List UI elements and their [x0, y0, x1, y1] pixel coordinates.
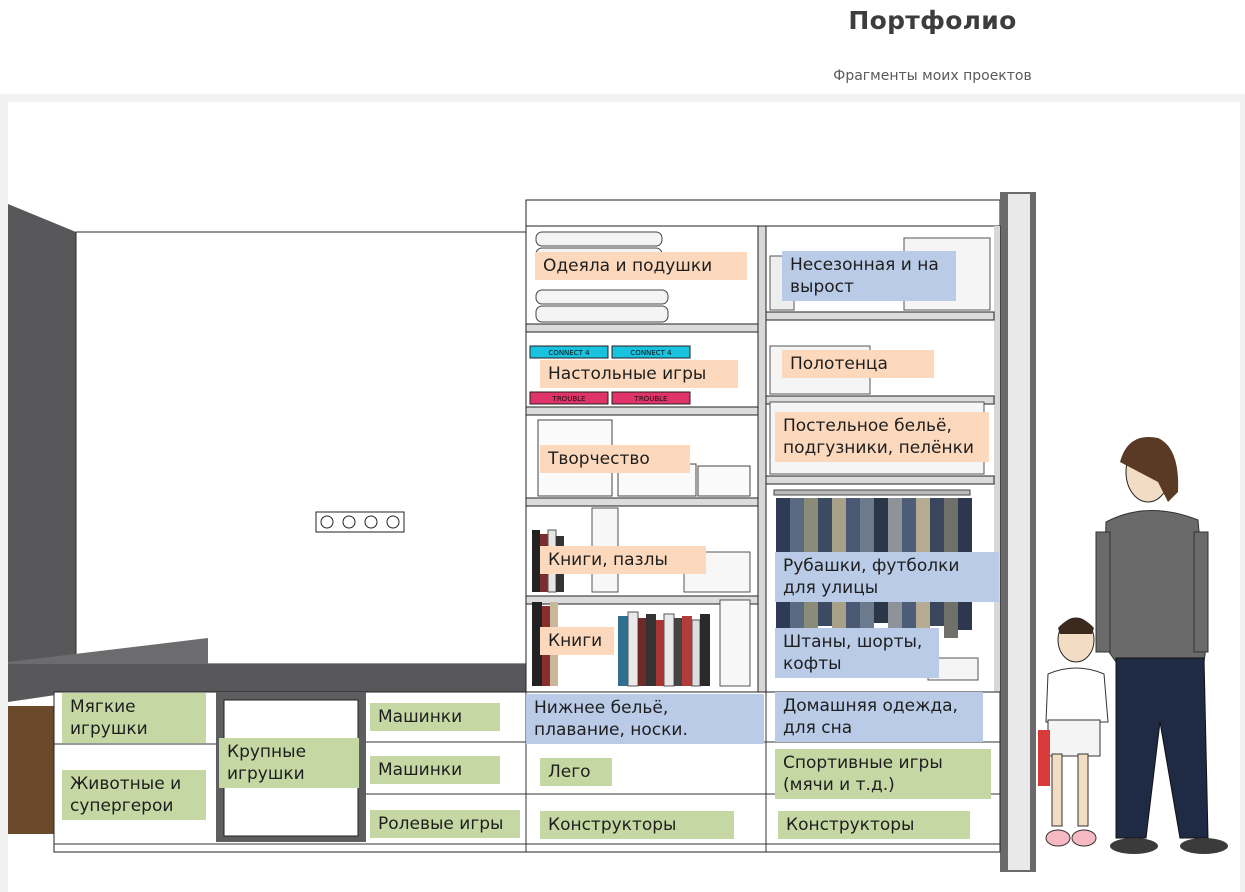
label-creativity: Творчество	[540, 445, 690, 473]
label-cars-2: Машинки	[370, 756, 500, 784]
left-wall	[8, 204, 76, 702]
child-figure	[1038, 617, 1109, 847]
label-shirts: Рубашки, футболки для улицы	[775, 552, 999, 602]
board-game-boxes: CONNECT 4 CONNECT 4 TROUBLE TROUBLE	[529, 345, 691, 405]
wood-panel	[8, 706, 56, 834]
label-offseason: Несезонная и на вырост	[782, 251, 956, 301]
label-towels: Полотенца	[782, 350, 934, 378]
label-big-toys: Крупные игрушки	[219, 738, 359, 788]
label-role-games: Ролевые игры	[370, 810, 520, 838]
label-books-puzzles: Книги, пазлы	[540, 546, 706, 574]
svg-text:TROUBLE: TROUBLE	[634, 395, 668, 403]
woman-figure	[1095, 437, 1228, 854]
label-animals: Животные и супергерои	[62, 770, 206, 820]
page-title: Портфолио	[848, 6, 1017, 35]
svg-text:CONNECT 4: CONNECT 4	[548, 349, 590, 357]
label-bedding: Постельное бельё, подгузники, пелёнки	[775, 412, 989, 462]
label-board-games: Настольные игры	[540, 360, 738, 388]
page-header: Портфолио Фрагменты моих проектов	[0, 0, 1245, 96]
svg-text:CONNECT 4: CONNECT 4	[630, 349, 672, 357]
label-constructors-2: Конструкторы	[778, 811, 970, 839]
page-subtitle: Фрагменты моих проектов	[833, 68, 1032, 84]
wall-socket	[315, 511, 405, 533]
label-soft-toys: Мягкие игрушки	[62, 693, 206, 743]
wardrobe-illustration: CONNECT 4 CONNECT 4 TROUBLE TROUBLE	[8, 102, 1240, 892]
svg-text:TROUBLE: TROUBLE	[552, 395, 586, 403]
label-underwear: Нижнее бельё, плавание, носки.	[526, 694, 764, 744]
label-home-clothes: Домашняя одежда, для сна	[775, 692, 983, 742]
label-lego: Лего	[540, 758, 612, 786]
label-pants: Штаны, шорты, кофты	[775, 628, 939, 678]
label-cars-1: Машинки	[370, 703, 500, 731]
label-sport-games: Спортивные игры (мячи и т.д.)	[775, 749, 991, 799]
label-books: Книги	[540, 627, 614, 655]
label-blankets: Одеяла и подушки	[535, 252, 747, 280]
label-constructors-1: Конструкторы	[540, 811, 734, 839]
